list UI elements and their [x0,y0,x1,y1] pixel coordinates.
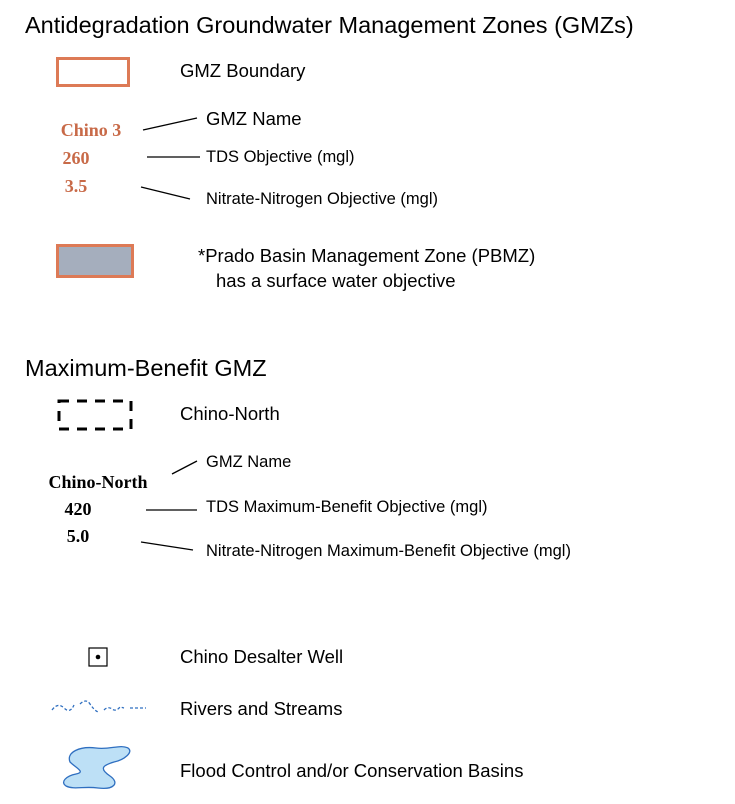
max-benefit-boundary-swatch [57,399,133,431]
pbmz-label-line1: *Prado Basin Management Zone (PBMZ) [198,245,536,266]
mb-gmz-name-label: GMZ Name [206,453,292,471]
mb-nitrate-objective-label: Nitrate-Nitrogen Maximum-Benefit Objecti… [206,542,571,560]
gmz-boundary-swatch [56,57,130,87]
nitrate-leader [140,186,191,200]
example-tds-value: 260 [62,148,90,168]
mb-example-zone-name: Chino-North [48,472,148,492]
mb-example-tds-value: 420 [64,499,92,519]
gmz-boundary-label: GMZ Boundary [180,60,306,81]
mb-tds-objective-label: TDS Maximum-Benefit Objective (mgl) [206,498,488,516]
nitrate-objective-label: Nitrate-Nitrogen Objective (mgl) [206,190,438,208]
mb-nitrate-leader [140,541,194,551]
rivers-streams-label: Rivers and Streams [180,698,343,719]
max-benefit-section-title: Maximum-Benefit GMZ [25,355,267,381]
gmz-section-title: Antidegradation Groundwater Management Z… [25,12,634,38]
basin-label: Flood Control and/or Conservation Basins [180,760,524,781]
gmz-name-label: GMZ Name [206,108,302,129]
pbmz-label-line2: has a surface water objective [216,270,456,291]
basin-icon [62,745,131,789]
mb-example-nitrate-value: 5.0 [66,526,90,546]
example-nitrate-value: 3.5 [64,176,88,196]
example-zone-name: Chino 3 [60,120,122,140]
pbmz-swatch [56,244,134,278]
mb-zone-name-leader [171,460,198,475]
zone-name-leader [142,117,198,131]
max-benefit-boundary-label: Chino-North [180,403,280,424]
rivers-streams-icon [51,700,146,713]
desalter-well-label: Chino Desalter Well [180,646,344,667]
tds-objective-label: TDS Objective (mgl) [206,148,355,166]
desalter-well-icon [88,647,108,667]
